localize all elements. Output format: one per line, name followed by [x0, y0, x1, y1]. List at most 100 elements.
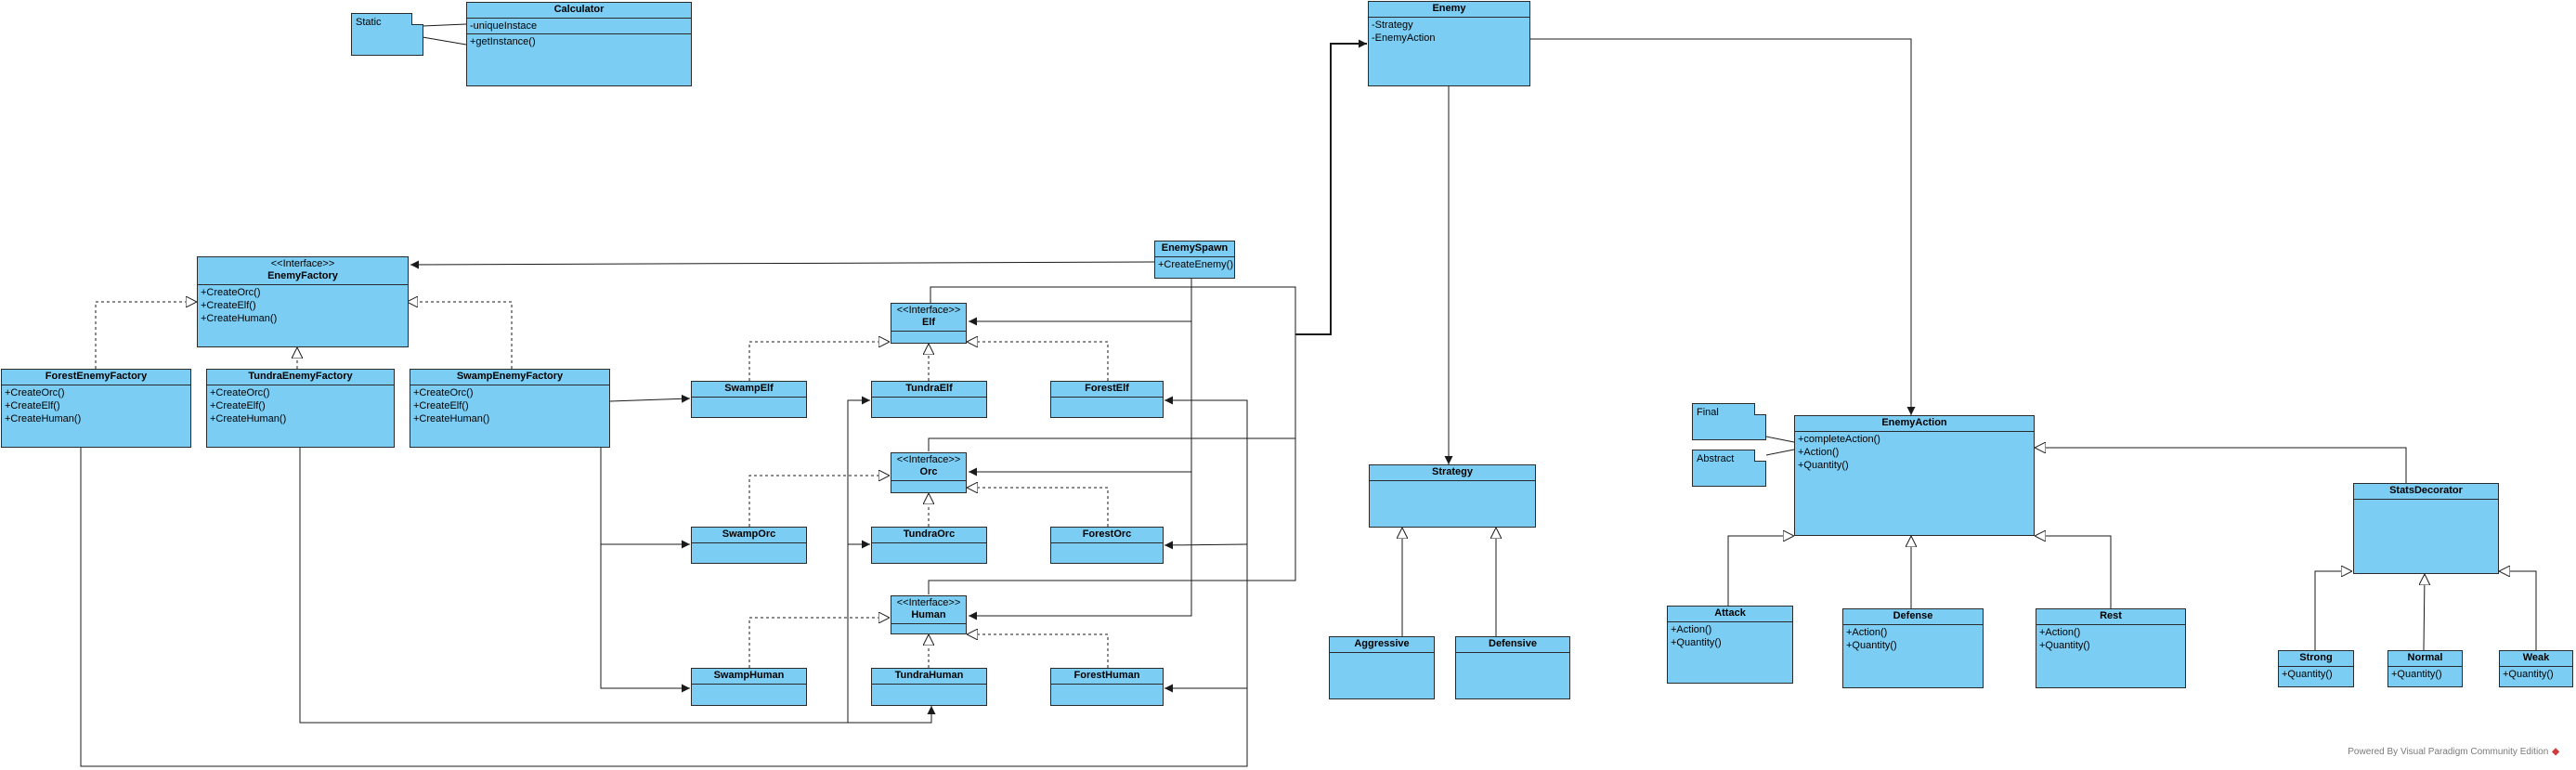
gen-attack-action: [1727, 536, 1794, 606]
body-section: [872, 398, 986, 405]
interface-orc[interactable]: <<Interface>> Orc: [891, 452, 967, 493]
method: +CreateOrc(): [210, 387, 270, 398]
method: +CreateOrc(): [413, 387, 474, 398]
methods-section: +CreateOrc() +CreateElf() +CreateHuman(): [410, 385, 609, 426]
methods-section: +completeAction() +Action() +Quantity(): [1795, 432, 2034, 473]
assoc-spawn-factory: [410, 260, 1155, 269]
link-elf-enemy: [930, 286, 1296, 334]
link-human-enemy: [928, 334, 1296, 594]
class-name: Human: [911, 609, 946, 620]
methods-section: [891, 332, 966, 339]
class-attack[interactable]: Attack +Action() +Quantity(): [1667, 606, 1793, 684]
methods-section: +Quantity(): [2500, 667, 2572, 682]
realize-forest-elf: [967, 342, 1109, 381]
class-tundra-orc[interactable]: TundraOrc: [871, 527, 987, 564]
note-abstract: Abstract: [1692, 450, 1766, 487]
attributes-section: -uniqueInstace: [467, 19, 691, 34]
class-tundra-elf[interactable]: TundraElf: [871, 381, 987, 418]
interface-elf[interactable]: <<Interface>> Elf: [891, 303, 967, 344]
method: +completeAction(): [1798, 434, 1880, 445]
class-forest-enemy-factory[interactable]: ForestEnemyFactory +CreateOrc() +CreateE…: [1, 369, 191, 448]
method: +CreateElf(): [201, 300, 256, 311]
class-enemy[interactable]: Enemy -Strategy -EnemyAction: [1368, 1, 1530, 86]
class-name: EnemyFactory: [267, 270, 338, 281]
class-name: Defensive: [1489, 638, 1537, 649]
gen-strong-decorator: [2314, 571, 2352, 650]
methods-section: +Action() +Quantity(): [2036, 625, 2185, 653]
class-name: Enemy: [1432, 3, 1466, 14]
methods-section: +CreateOrc() +CreateElf() +CreateHuman(): [207, 385, 394, 426]
class-calculator[interactable]: Calculator -uniqueInstace +getInstance(): [466, 2, 692, 86]
powered-by-footer: Powered By Visual Paradigm Community Edi…: [2348, 747, 2559, 757]
class-swamp-elf[interactable]: SwampElf: [691, 381, 807, 418]
body-section: [1330, 653, 1434, 660]
create-swamp-orc: [600, 448, 690, 549]
class-name: Defense: [1893, 610, 1933, 621]
note-fold-icon: [411, 13, 423, 25]
method: +CreateHuman(): [210, 413, 287, 424]
class-enemy-action[interactable]: EnemyAction +completeAction() +Action() …: [1794, 415, 2035, 536]
class-strategy[interactable]: Strategy: [1369, 464, 1536, 528]
class-weak[interactable]: Weak +Quantity(): [2499, 650, 2573, 687]
class-defense[interactable]: Defense +Action() +Quantity(): [1842, 608, 1984, 688]
method: +Action(): [1671, 624, 1712, 635]
class-forest-orc[interactable]: ForestOrc: [1050, 527, 1164, 564]
method: +CreateHuman(): [201, 313, 278, 324]
method: +Action(): [2039, 627, 2081, 638]
note-fold-icon: [1754, 450, 1766, 462]
note-text: Abstract: [1697, 453, 1735, 464]
body-section: [692, 685, 806, 692]
method: +Quantity(): [1798, 460, 1849, 471]
class-strong[interactable]: Strong +Quantity(): [2278, 650, 2354, 687]
class-rest[interactable]: Rest +Action() +Quantity(): [2036, 608, 2186, 688]
method: +CreateOrc(): [201, 287, 261, 298]
class-swamp-orc[interactable]: SwampOrc: [691, 527, 807, 564]
class-stats-decorator[interactable]: StatsDecorator: [2353, 483, 2499, 574]
class-name: EnemyAction: [1881, 417, 1947, 428]
class-stereotype: <<Interface>>: [896, 597, 961, 608]
class-enemy-factory[interactable]: <<Interface>> EnemyFactory +CreateOrc() …: [197, 256, 409, 347]
class-swamp-human[interactable]: SwampHuman: [691, 668, 807, 706]
class-name: Elf: [921, 317, 936, 328]
class-enemy-spawn[interactable]: EnemySpawn +CreateEnemy(): [1154, 241, 1235, 279]
body-section: [692, 543, 806, 551]
methods-section: +Action() +Quantity(): [1668, 622, 1792, 650]
class-name: Aggressive: [1354, 638, 1410, 649]
assoc-to-enemy: [1295, 39, 1367, 335]
method: +Action(): [1846, 627, 1888, 638]
realize-forest-human: [967, 634, 1109, 668]
attributes-section: -Strategy -EnemyAction: [1369, 18, 1529, 46]
body-section: [1370, 481, 1535, 489]
interface-human[interactable]: <<Interface>> Human: [891, 595, 967, 634]
class-forest-elf[interactable]: ForestElf: [1050, 381, 1164, 418]
note-fold-icon: [1754, 403, 1766, 415]
class-normal[interactable]: Normal +Quantity(): [2387, 650, 2463, 687]
class-tundra-enemy-factory[interactable]: TundraEnemyFactory +CreateOrc() +CreateE…: [206, 369, 395, 448]
note-static: Static: [351, 13, 423, 56]
visual-paradigm-logo-icon: ◆: [2552, 747, 2559, 757]
powered-by-text: Powered By Visual Paradigm Community Edi…: [2348, 747, 2549, 757]
note-anchor-final: [1765, 436, 1795, 443]
note-anchor-abstract: [1765, 449, 1795, 456]
method: +Quantity(): [1846, 640, 1897, 651]
methods-section: +Quantity(): [2388, 667, 2462, 682]
realize-swamp-factory: [407, 302, 513, 369]
class-forest-human[interactable]: ForestHuman: [1050, 668, 1164, 706]
method: +CreateElf(): [210, 400, 266, 411]
class-name: ForestOrc: [1082, 529, 1132, 540]
method: +CreateElf(): [413, 400, 469, 411]
class-name: SwampEnemyFactory: [456, 371, 564, 382]
class-name: StatsDecorator: [2389, 485, 2463, 496]
class-name: Weak: [2522, 652, 2550, 663]
body-section: [2354, 500, 2498, 507]
method: +CreateHuman(): [5, 413, 82, 424]
create-tundra-elf: [847, 396, 870, 723]
method: +Quantity(): [2039, 640, 2090, 651]
class-defensive[interactable]: Defensive: [1455, 636, 1570, 699]
class-tundra-human[interactable]: TundraHuman: [871, 668, 987, 706]
class-name: ForestEnemyFactory: [45, 371, 148, 382]
class-swamp-enemy-factory[interactable]: SwampEnemyFactory +CreateOrc() +CreateEl…: [410, 369, 610, 448]
class-aggressive[interactable]: Aggressive: [1329, 636, 1435, 699]
attribute: -EnemyAction: [1372, 33, 1436, 44]
method: +Quantity(): [2282, 669, 2333, 680]
